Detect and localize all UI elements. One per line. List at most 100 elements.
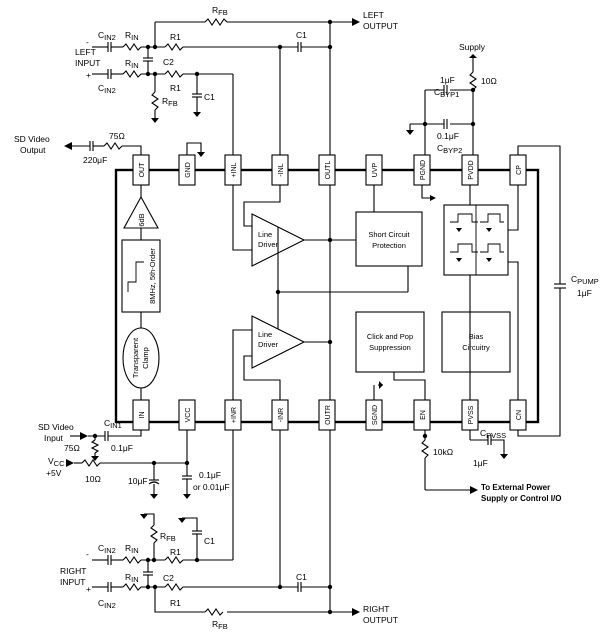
bias-label-1: Bias	[469, 332, 484, 341]
bottom-pins: IN VCC +INR -INR OUTR SGND EN PVSS CN	[132, 399, 527, 431]
pin-outr-label: OUTR	[325, 405, 332, 425]
pin-outl	[318, 154, 336, 186]
sd-out-label-2: Output	[20, 145, 46, 155]
pin-outl-label: OUTL	[325, 161, 332, 180]
r1-bottom-label: R1	[170, 547, 181, 557]
rfb-top-label: RFB	[212, 5, 228, 17]
vcc-label: VCC	[48, 456, 65, 468]
c1-bottom2-label: C1	[296, 572, 307, 582]
pin-en	[413, 399, 431, 431]
filter-symbol-icon	[127, 261, 144, 292]
sd-in-label-1: SD Video	[38, 422, 74, 432]
short-circuit-label-2: Protection	[372, 241, 406, 250]
r1-bottom2-label: R1	[170, 598, 181, 608]
right-input-label-2: INPUT	[60, 577, 86, 587]
pin-pvss-label: PVSS	[468, 405, 475, 424]
left-output-label-2: OUTPUT	[363, 21, 398, 31]
pin-en-label: EN	[420, 410, 427, 420]
clamp-label-1: Transparent	[131, 337, 140, 378]
r10k-label: 10kΩ	[433, 447, 453, 457]
pin-pgnd-label: PGND	[420, 160, 427, 180]
c01-byp-label: 0.1μF	[437, 131, 459, 141]
cbyp2-label: CBYP2	[437, 143, 462, 155]
cvcc-label-2: or 0.01μF	[193, 482, 230, 492]
external-label-1: To External Power	[481, 483, 550, 492]
pin-in-label: IN	[139, 412, 146, 419]
clamp-label-2: Clamp	[141, 347, 150, 369]
external-label-2: Supply or Control I/O	[481, 494, 561, 503]
sd-out-label-1: SD Video	[14, 134, 50, 144]
pin-inl-neg-label: -INL	[278, 163, 285, 176]
cin2-top-label: CIN2	[98, 30, 116, 42]
right-minus-sign: -	[86, 549, 89, 559]
driver-top-label-1: Line	[258, 230, 272, 239]
right-input-label-1: RIGHT	[60, 566, 86, 576]
left-plus-sign: +	[86, 70, 91, 80]
pin-outr	[318, 399, 336, 431]
pin-cp-label: CP	[516, 165, 523, 175]
cpvss-value: 1μF	[473, 458, 488, 468]
c220-label: 220μF	[83, 155, 107, 165]
filter-block	[121, 239, 161, 313]
pin-inr-neg-label: -INR	[278, 408, 285, 422]
bias-label-2: Circuitry	[462, 343, 490, 352]
cpump-label: CPUMP	[571, 274, 599, 286]
left-output-label-1: LEFT	[363, 10, 384, 20]
right-output-label-2: OUTPUT	[363, 615, 398, 625]
pin-inl-pos-label: +INL	[231, 162, 238, 177]
vcc-5v-label: +5V	[46, 468, 62, 478]
cin2-top2-label: CIN2	[98, 83, 116, 95]
cpump-value: 1μF	[577, 288, 592, 298]
filter-label: 8MHz, 5th-Order	[148, 248, 157, 304]
supply-label: Supply	[459, 42, 486, 52]
right-output-label-1: RIGHT	[363, 604, 389, 614]
top-pins: OUT GND +INL -INL OUTL UVP PGND PVDD CP	[132, 154, 527, 186]
c1-top-label: C1	[296, 30, 307, 40]
pin-gnd-label: GND	[185, 162, 192, 178]
c2-bottom-label: C2	[163, 573, 174, 583]
r1-top2-label: R1	[170, 83, 181, 93]
bias-circuitry	[441, 311, 511, 373]
sd-in-label-2: Input	[44, 433, 64, 443]
pin-cn-label: CN	[516, 410, 523, 420]
pin-uvp-label: UVP	[372, 162, 379, 177]
pin-out-label: OUT	[139, 162, 146, 178]
cvcc-label-1: 0.1μF	[199, 470, 221, 480]
c1-top2-label: C1	[204, 92, 215, 102]
r75-in-label: 75Ω	[64, 443, 80, 453]
rin-bottom2-label: RIN	[125, 572, 139, 584]
rin-top2-label: RIN	[125, 58, 139, 70]
cin2-bottom-label: CIN2	[98, 543, 116, 555]
click-pop-suppression	[355, 311, 425, 373]
c1-bottom-label: C1	[204, 536, 215, 546]
c01-in-label: 0.1μF	[111, 443, 133, 453]
rin-top-label: RIN	[125, 30, 139, 42]
right-plus-sign: +	[86, 584, 91, 594]
driver-bottom-label-2: Driver	[258, 340, 279, 349]
gain-6db-label: 6dB	[137, 213, 146, 226]
r10-supply-label: 10Ω	[481, 76, 497, 86]
c1uf-byp-label: 1μF	[440, 75, 455, 85]
r10-vcc-label: 10Ω	[85, 474, 101, 484]
charge-pump-switches	[443, 204, 509, 276]
click-pop-label-1: Click and Pop	[367, 332, 413, 341]
pin-vcc-label: VCC	[185, 408, 192, 423]
r1-top-label: R1	[170, 32, 181, 42]
left-input-label-1: LEFT	[75, 47, 96, 57]
cin2-bottom2-label: CIN2	[98, 598, 116, 610]
rin-bottom-label: RIN	[125, 543, 139, 555]
short-circuit-label-1: Short Circuit	[368, 230, 410, 239]
short-circuit-protection	[355, 211, 423, 267]
driver-top-label-2: Driver	[258, 240, 279, 249]
rfb-bottom2-label: RFB	[212, 619, 228, 631]
left-input-label-2: INPUT	[75, 58, 101, 68]
cpvss-label: CPVSS	[480, 428, 506, 440]
driver-bottom-label-1: Line	[258, 330, 272, 339]
pin-pvdd-label: PVDD	[468, 160, 475, 179]
rfb-bottom-label: RFB	[160, 531, 176, 543]
c2-top-label: C2	[163, 57, 174, 67]
cin1-label: CIN1	[104, 418, 122, 430]
pin-inr-pos-label: +INR	[231, 407, 238, 423]
c10-label: 10μF	[128, 476, 148, 486]
